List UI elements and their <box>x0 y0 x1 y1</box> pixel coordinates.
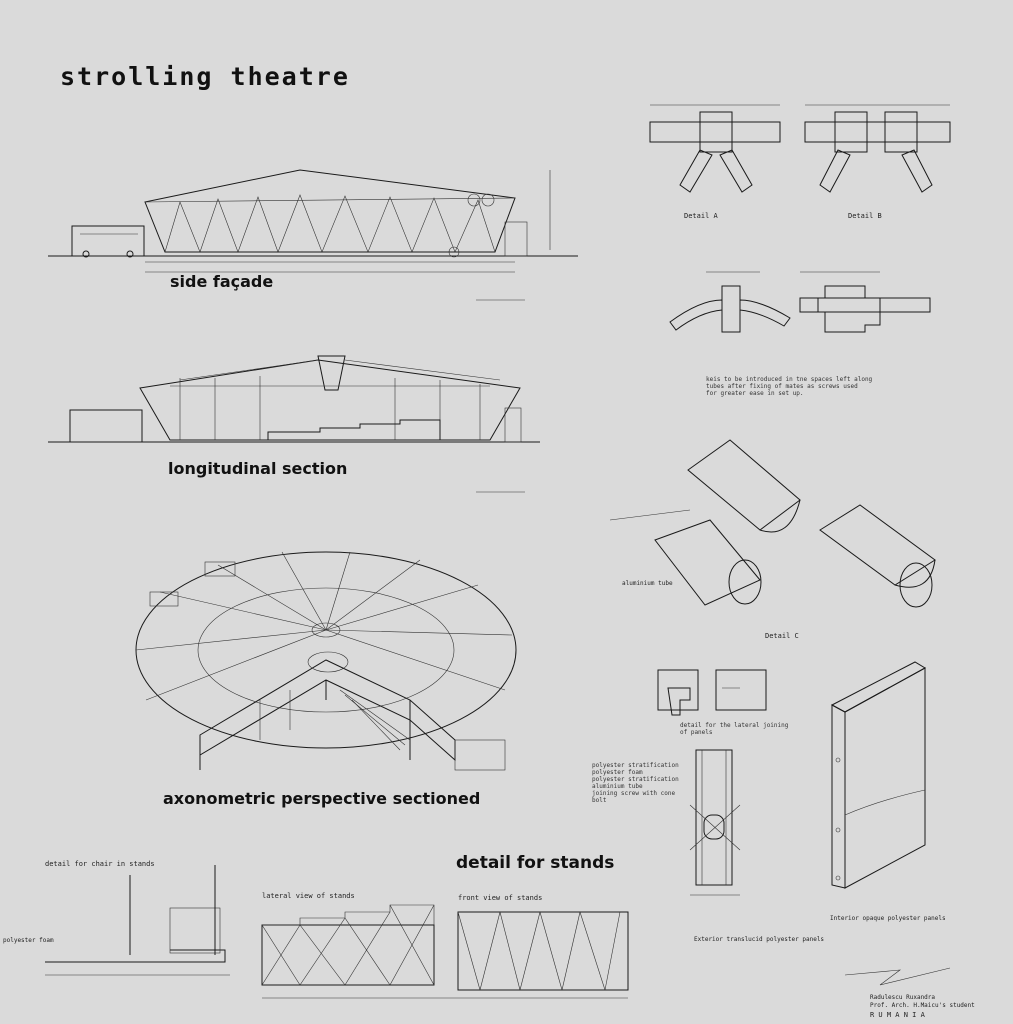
interior-panel-drawing <box>830 661 927 889</box>
stands-drawings <box>45 865 629 999</box>
longitudinal-section-title: longitudinal section <box>168 459 348 478</box>
author-country: R U M A N I A <box>870 1011 925 1019</box>
detail-c-drawings <box>609 439 936 608</box>
exterior-panel-caption: Exterior translucid polyester panels <box>694 936 825 943</box>
ring-note: keis to be introduced in tne spaces left… <box>706 376 873 397</box>
axonometric-title: axonometric perspective sectioned <box>163 789 481 808</box>
interior-panel-caption: Interior opaque polyester panels <box>830 915 946 922</box>
exterior-panel-drawing <box>689 749 741 896</box>
detail-b-caption: Detail B <box>848 212 882 220</box>
front-view-caption: front view of stands <box>458 894 543 902</box>
side-facade-drawing <box>48 169 578 301</box>
stands-title: detail for stands <box>456 853 615 873</box>
detail-c-caption: Detail C <box>765 632 799 640</box>
sheet-title: strolling theatre <box>60 62 350 91</box>
lateral-view-caption: lateral view of stands <box>262 892 355 900</box>
detail-a-b-drawings <box>649 104 951 193</box>
author-school: Prof. Arch. H.Maicu's student <box>870 1002 975 1009</box>
panel-joint-drawing <box>657 669 767 716</box>
detail-a-caption: Detail A <box>684 212 718 220</box>
ring-detail-drawing <box>669 271 931 333</box>
side-facade-title: side façade <box>170 272 274 291</box>
polyester-foam-label: polyester foam <box>3 937 54 944</box>
joint-note: detail for the lateral joining of panels <box>680 722 789 736</box>
signature-mark <box>844 967 951 986</box>
aluminium-tube-label: aluminium tube <box>622 580 673 587</box>
panel-layers-note: polyester stratification polyester foam … <box>592 762 679 804</box>
chair-detail-caption: detail for chair in stands <box>45 860 155 868</box>
axonometric-drawing <box>135 551 517 771</box>
author-name: Radulescu Ruxandra <box>870 994 936 1001</box>
longitudinal-section-drawing <box>48 355 540 493</box>
